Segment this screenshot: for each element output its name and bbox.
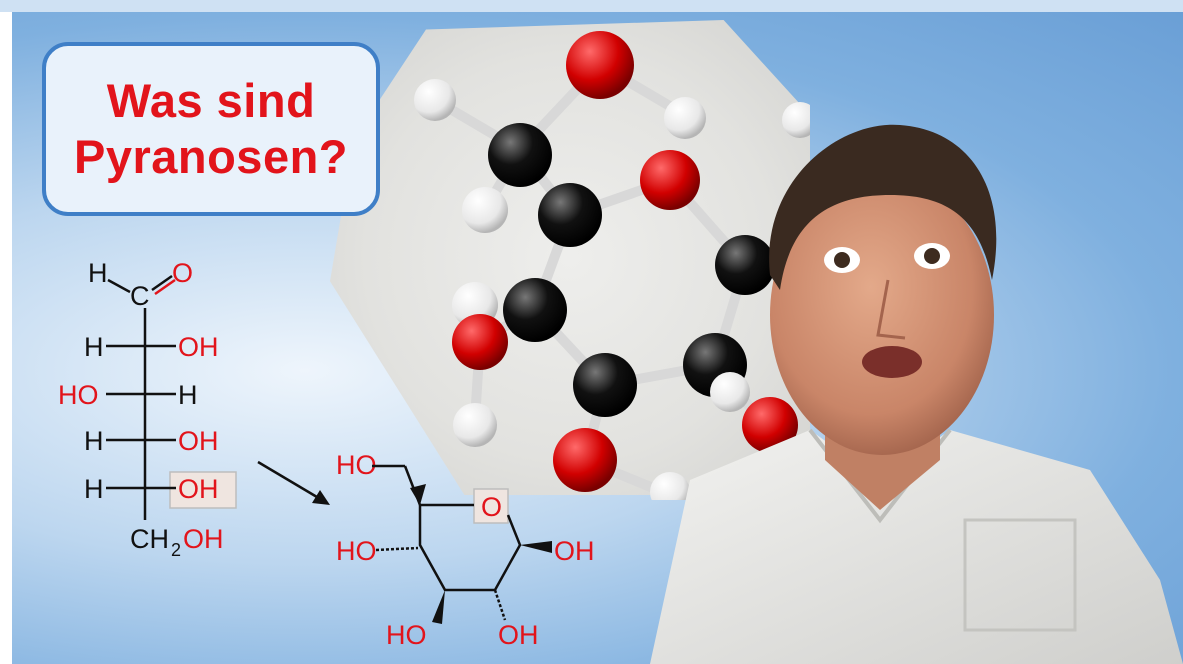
title-line-1: Was sind: [106, 74, 316, 127]
fischer-row-3: H OH: [84, 426, 219, 456]
bottom-ch: CH: [130, 524, 169, 554]
row4-right: OH: [178, 474, 219, 504]
pyranose-structure: HO O HO OH HO OH: [336, 450, 595, 650]
bottom-oh: OH: [183, 524, 224, 554]
aldehyde-c: C: [130, 281, 150, 311]
c2-oh: OH: [498, 620, 539, 650]
row1-left: H: [84, 332, 104, 362]
ch2oh-ho: HO: [336, 450, 377, 480]
title-line-2: Pyranosen?: [73, 130, 349, 183]
fischer-row-2: HO H: [58, 380, 198, 410]
shirt: [650, 430, 1183, 664]
ring-oxygen: O: [481, 492, 502, 522]
fischer-row-1: H OH: [84, 332, 219, 362]
row1-right: OH: [178, 332, 219, 362]
row3-left: H: [84, 426, 104, 456]
row3-right: OH: [178, 426, 219, 456]
hair: [769, 124, 997, 290]
top-strip: [0, 0, 1183, 12]
oh-highlight-box: [169, 471, 237, 509]
aldehyde-o: O: [172, 258, 193, 288]
c4-ho: HO: [336, 536, 377, 566]
row4-left: H: [84, 474, 104, 504]
presenter: [650, 124, 1183, 664]
row2-left: HO: [58, 380, 99, 410]
ball-and-stick-model: [414, 31, 810, 500]
fischer-row-4: H OH: [84, 471, 237, 509]
c3-ho: HO: [386, 620, 427, 650]
c1-oh: OH: [554, 536, 595, 566]
row2-right: H: [178, 380, 198, 410]
bottom-sub: 2: [171, 540, 181, 560]
transform-arrow: [257, 460, 330, 505]
aldehyde-h: H: [88, 258, 108, 288]
fischer-projection: H C O H OH HO H H OH H OH CH 2 OH: [58, 258, 237, 560]
title-box: Was sind Pyranosen?: [42, 42, 380, 216]
